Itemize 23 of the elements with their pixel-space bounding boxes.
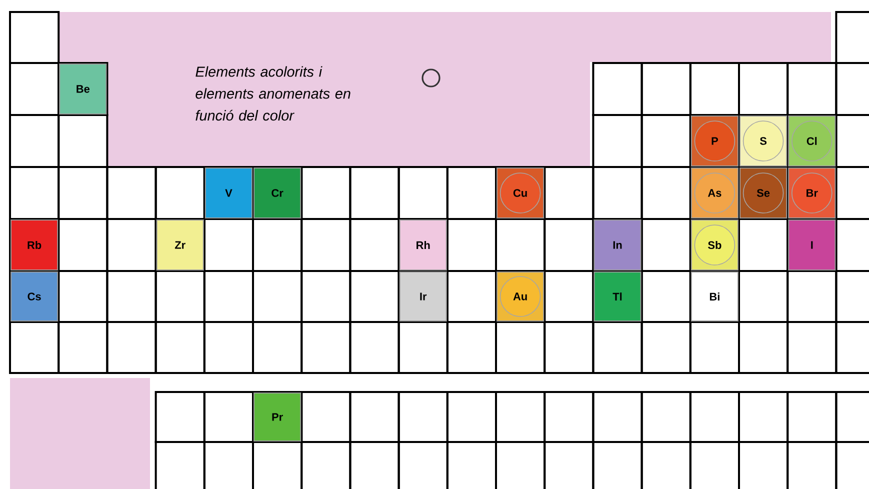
element-cell: Cu [496,168,544,218]
legend-text: Elements acolorits i elements anomenats en funció del color [196,66,350,121]
element-cell: S [740,116,788,166]
element-cell: Cl [788,116,836,166]
element-cell: Au [496,272,544,322]
element-cell: As [690,168,738,218]
element-cell: In [594,220,642,270]
element-cell: Zr [156,220,204,270]
element-cell: Rb [10,220,58,270]
element-cell: Br [788,168,836,218]
element-cell: I [788,220,836,270]
element-cell: Bi [690,272,738,322]
element-cell: Ir [399,272,447,322]
element-cell: V [204,168,252,218]
element-cell: Sb [690,220,738,270]
element-cell: Se [740,168,788,218]
element-cell: Pr [254,392,302,442]
element-cell: Tl [594,272,642,322]
element-cell: Rh [399,220,447,270]
element-cell: Cr [254,168,302,218]
element-cell: Cs [10,272,58,322]
element-cell: P [690,116,738,166]
element-cell: Be [59,64,107,114]
